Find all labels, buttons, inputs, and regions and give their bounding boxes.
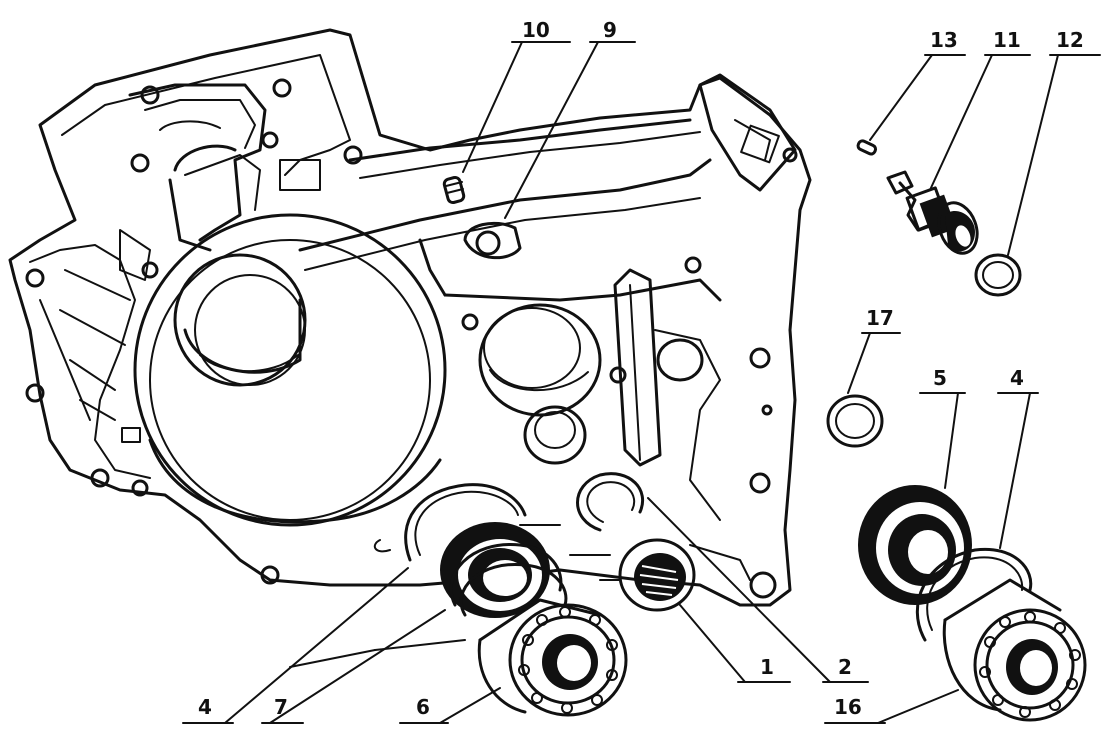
callout-4-right: 4	[1010, 366, 1024, 390]
part-4-circlip-right	[915, 547, 1033, 642]
callout-11: 11	[993, 28, 1021, 52]
callout-5: 5	[933, 366, 947, 390]
callout-2: 2	[838, 655, 852, 679]
crankcase-housing	[8, 28, 812, 607]
part-17-washer	[826, 394, 884, 448]
part-16-bearing	[942, 578, 1087, 722]
callout-1: 1	[760, 655, 774, 679]
callout-4-left: 4	[198, 695, 212, 719]
part-4-circlip-left	[404, 483, 527, 562]
part-10-plug	[442, 175, 466, 205]
callout-12: 12	[1056, 28, 1084, 52]
callout-labels: 10 9 13 11 12 17 5 4 4 7 6 1 2 16	[198, 18, 1084, 719]
part-7-seal-stack	[440, 522, 568, 618]
leader-lines	[182, 41, 1101, 724]
part-13-pin	[856, 139, 878, 156]
part-12-washer	[974, 253, 1022, 297]
part-2-circlip	[576, 472, 645, 532]
part-11-sensor	[886, 170, 979, 255]
part-5-seal	[858, 485, 972, 605]
callout-6: 6	[416, 695, 430, 719]
callout-16: 16	[834, 695, 862, 719]
part-1-needle-bearing	[618, 538, 696, 612]
callout-9: 9	[603, 18, 617, 42]
callout-13: 13	[930, 28, 958, 52]
part-6-bearing	[477, 598, 628, 717]
callout-10: 10	[522, 18, 550, 42]
callout-17: 17	[866, 306, 894, 330]
callout-7: 7	[274, 695, 288, 719]
